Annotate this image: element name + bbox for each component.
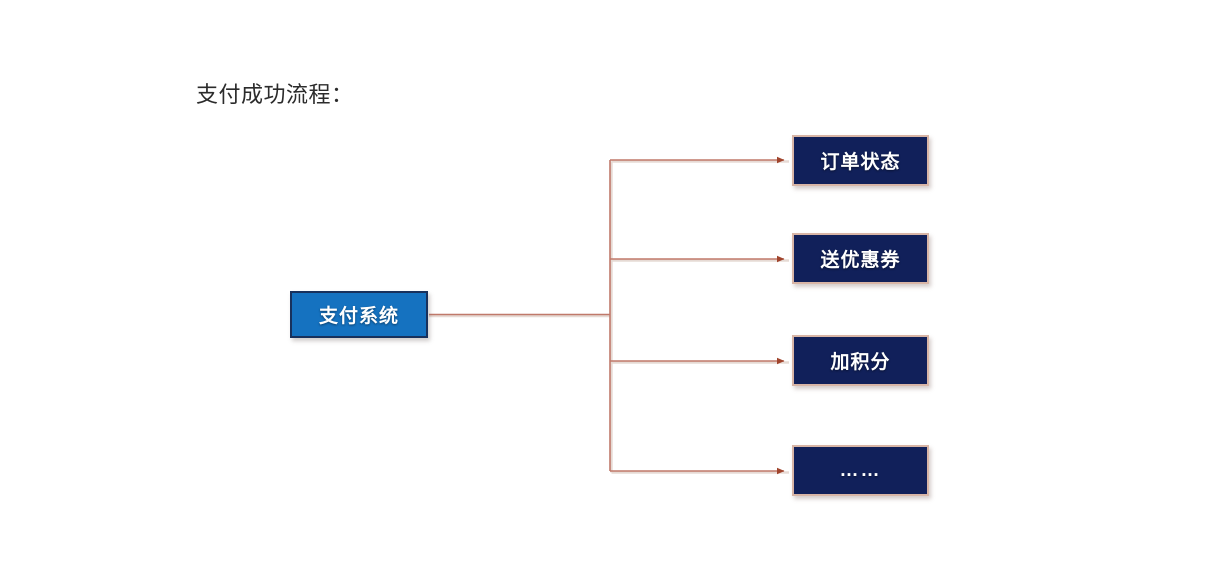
node-order-status[interactable]: 订单状态 (792, 135, 929, 186)
node-add-points[interactable]: 加积分 (792, 335, 929, 386)
node-more-label: …… (839, 459, 882, 481)
node-payment-system-label: 支付系统 (318, 306, 399, 327)
node-order-status-label: 订单状态 (820, 152, 901, 173)
node-payment-system[interactable]: 支付系统 (290, 291, 428, 338)
node-add-points-label: 加积分 (830, 352, 891, 373)
node-send-coupon[interactable]: 送优惠券 (792, 233, 929, 284)
node-more[interactable]: …… (792, 445, 929, 496)
node-send-coupon-label: 送优惠券 (820, 250, 901, 271)
page-title: 支付成功流程： (196, 82, 354, 107)
